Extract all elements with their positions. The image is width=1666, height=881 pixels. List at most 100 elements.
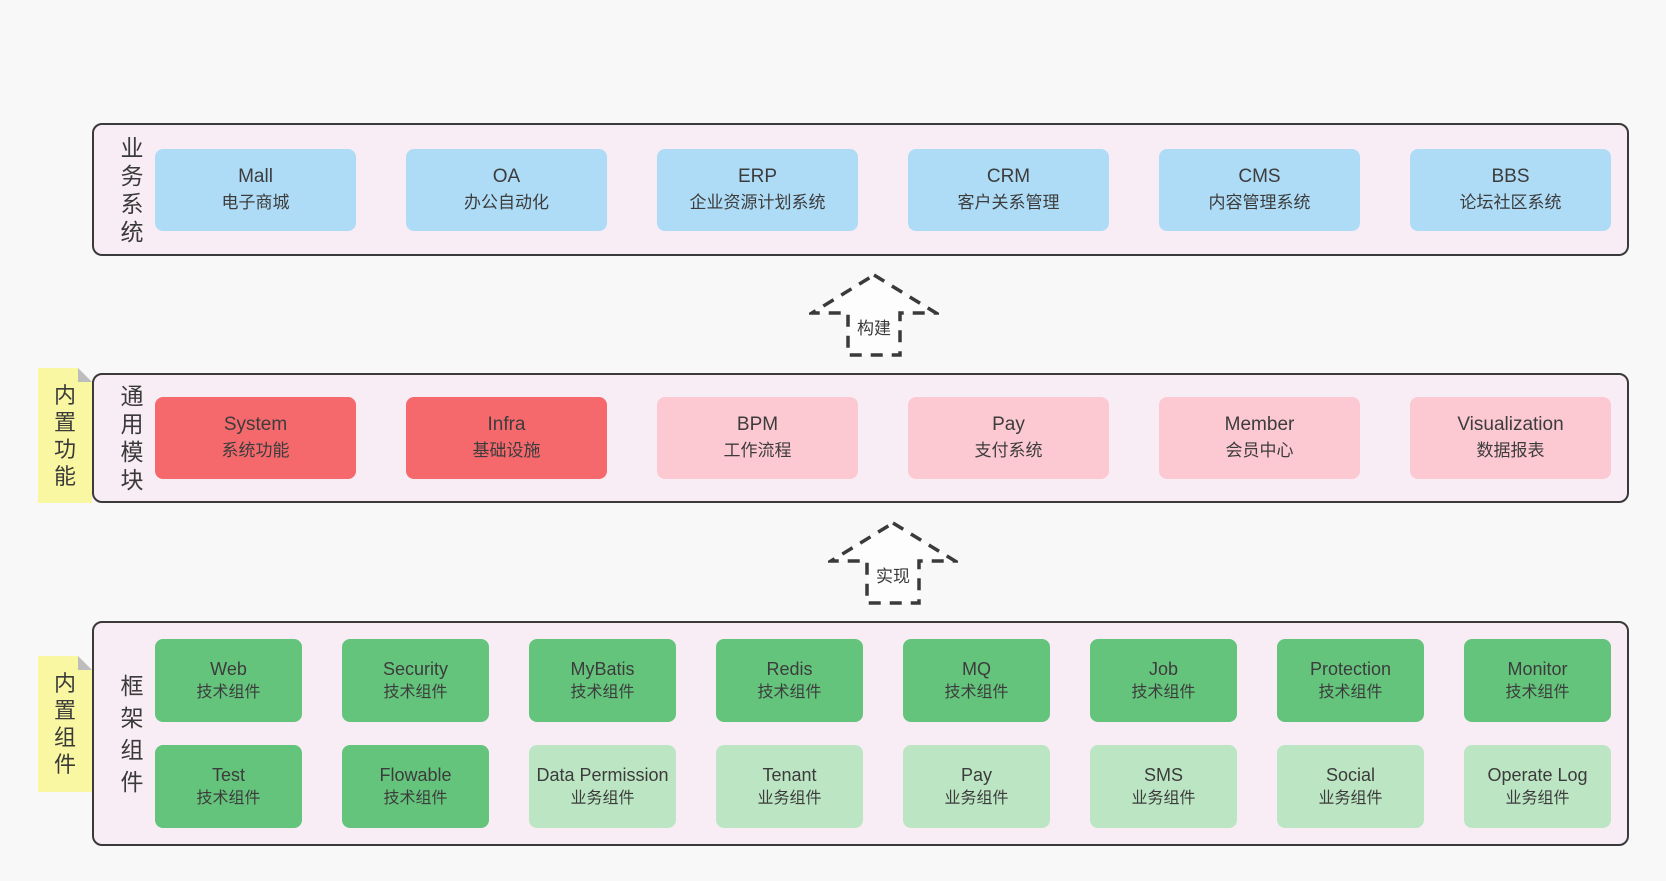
framework-components-rows: Web 技术组件 Security 技术组件 MyBatis 技术组件 Redi… (155, 639, 1611, 828)
box-title: Social (1325, 764, 1376, 785)
box-title: SMS (1143, 764, 1183, 785)
framework-components-panel: 框 架 组 件 Web 技术组件 Security 技术组件 MyBatis 技… (92, 621, 1629, 846)
box-oa: OA 办公自动化 (406, 148, 607, 231)
box-subtitle: 业务组件 (1505, 789, 1570, 807)
box-title: Operate Log (1487, 764, 1588, 785)
implement-arrow-label: 实现 (873, 562, 913, 587)
box-title: Protection (1309, 658, 1392, 679)
business-systems-label: 业 务 系 统 (120, 134, 144, 245)
box-subtitle: 技术组件 (196, 683, 261, 701)
framework-components-row-1: Web 技术组件 Security 技术组件 MyBatis 技术组件 Redi… (155, 639, 1611, 722)
box-subtitle: 基础设施 (472, 441, 541, 460)
sticky-text: 内 置 功 能 (53, 382, 76, 489)
box-title: Data Permission (536, 764, 669, 785)
box-tenant: Tenant 业务组件 (716, 745, 863, 828)
box-visualization: Visualization 数据报表 (1410, 397, 1611, 479)
box-title: ERP (737, 165, 778, 187)
box-subtitle: 技术组件 (570, 683, 635, 701)
box-web: Web 技术组件 (155, 639, 302, 722)
box-title: Security (382, 658, 449, 679)
box-mq: MQ 技术组件 (903, 639, 1050, 722)
box-title: Test (211, 764, 245, 785)
build-arrow-icon: 构建 (809, 272, 939, 358)
box-subtitle: 企业资源计划系统 (689, 192, 826, 212)
box-member: Member 会员中心 (1159, 397, 1360, 479)
box-security: Security 技术组件 (342, 639, 489, 722)
box-social: Social 业务组件 (1277, 745, 1424, 828)
box-title: Redis (766, 658, 813, 679)
box-subtitle: 会员中心 (1225, 441, 1294, 460)
sticky-fold-icon (78, 368, 92, 382)
box-redis: Redis 技术组件 (716, 639, 863, 722)
box-title: System (223, 414, 288, 435)
box-mall: Mall 电子商城 (155, 148, 356, 231)
box-title: MQ (962, 658, 991, 679)
box-title: MyBatis (570, 658, 635, 679)
box-job: Job 技术组件 (1090, 639, 1237, 722)
box-data-permission: Data Permission 业务组件 (529, 745, 676, 828)
box-subtitle: 业务组件 (1131, 789, 1196, 807)
box-subtitle: 业务组件 (570, 789, 635, 807)
framework-components-label: 框 架 组 件 (120, 672, 144, 795)
box-title: BPM (736, 414, 779, 435)
common-modules-panel: 通 用 模 块 System 系统功能 Infra 基础设施 BPM 工作流程 … (92, 373, 1629, 503)
box-mybatis: MyBatis 技术组件 (529, 639, 676, 722)
box-title: Member (1224, 414, 1295, 435)
box-protection: Protection 技术组件 (1277, 639, 1424, 722)
box-title: Job (1148, 658, 1179, 679)
box-title: Pay (992, 414, 1025, 435)
box-subtitle: 技术组件 (1505, 683, 1570, 701)
box-monitor: Monitor 技术组件 (1464, 639, 1611, 722)
box-erp: ERP 企业资源计划系统 (657, 148, 858, 231)
box-title: CMS (1238, 165, 1281, 187)
box-subtitle: 内容管理系统 (1208, 192, 1311, 212)
box-subtitle: 系统功能 (221, 441, 290, 460)
box-bpm: BPM 工作流程 (657, 397, 858, 479)
box-crm: CRM 客户关系管理 (908, 148, 1109, 231)
box-title: Flowable (379, 764, 452, 785)
box-pay: Pay 支付系统 (908, 397, 1109, 479)
build-arrow-label: 构建 (854, 314, 894, 339)
business-systems-panel: 业 务 系 统 Mall 电子商城 OA 办公自动化 ERP 企业资源计划系统 … (92, 123, 1629, 256)
box-subtitle: 技术组件 (757, 683, 822, 701)
box-title: Mall (238, 165, 273, 187)
box-pay-biz: Pay 业务组件 (903, 745, 1050, 828)
box-subtitle: 电子商城 (221, 192, 290, 212)
box-title: Visualization (1457, 414, 1564, 435)
box-subtitle: 技术组件 (383, 789, 448, 807)
box-title: Monitor (1507, 658, 1568, 679)
sticky-text: 内 置 组 件 (53, 671, 76, 777)
box-subtitle: 业务组件 (944, 789, 1009, 807)
box-subtitle: 支付系统 (974, 441, 1043, 460)
box-subtitle: 工作流程 (723, 441, 792, 460)
box-test: Test 技术组件 (155, 745, 302, 828)
common-modules-boxes: System 系统功能 Infra 基础设施 BPM 工作流程 Pay 支付系统… (155, 397, 1611, 479)
box-title: Tenant (762, 764, 817, 785)
builtin-functions-sticky-note: 内 置 功 能 (38, 368, 92, 503)
box-subtitle: 办公自动化 (464, 192, 549, 212)
box-sms: SMS 业务组件 (1090, 745, 1237, 828)
box-title: Pay (960, 764, 993, 785)
box-cms: CMS 内容管理系统 (1159, 148, 1360, 231)
framework-components-row-2: Test 技术组件 Flowable 技术组件 Data Permission … (155, 745, 1611, 828)
box-infra: Infra 基础设施 (406, 397, 607, 479)
builtin-components-sticky-note: 内 置 组 件 (38, 656, 92, 792)
box-title: Web (210, 658, 247, 679)
box-subtitle: 客户关系管理 (957, 192, 1060, 212)
box-subtitle: 技术组件 (1318, 683, 1383, 701)
box-subtitle: 技术组件 (196, 789, 261, 807)
box-title: Infra (487, 414, 526, 435)
box-subtitle: 技术组件 (944, 683, 1009, 701)
box-title: OA (492, 165, 521, 187)
sticky-fold-icon (78, 656, 92, 670)
box-operate-log: Operate Log 业务组件 (1464, 745, 1611, 828)
box-system: System 系统功能 (155, 397, 356, 479)
box-subtitle: 论坛社区系统 (1459, 192, 1562, 212)
box-subtitle: 业务组件 (757, 789, 822, 807)
box-subtitle: 数据报表 (1476, 441, 1545, 460)
implement-arrow-icon: 实现 (828, 520, 958, 606)
box-subtitle: 技术组件 (383, 683, 448, 701)
box-title: BBS (1491, 165, 1530, 187)
box-title: CRM (986, 165, 1031, 187)
box-subtitle: 技术组件 (1131, 683, 1196, 701)
